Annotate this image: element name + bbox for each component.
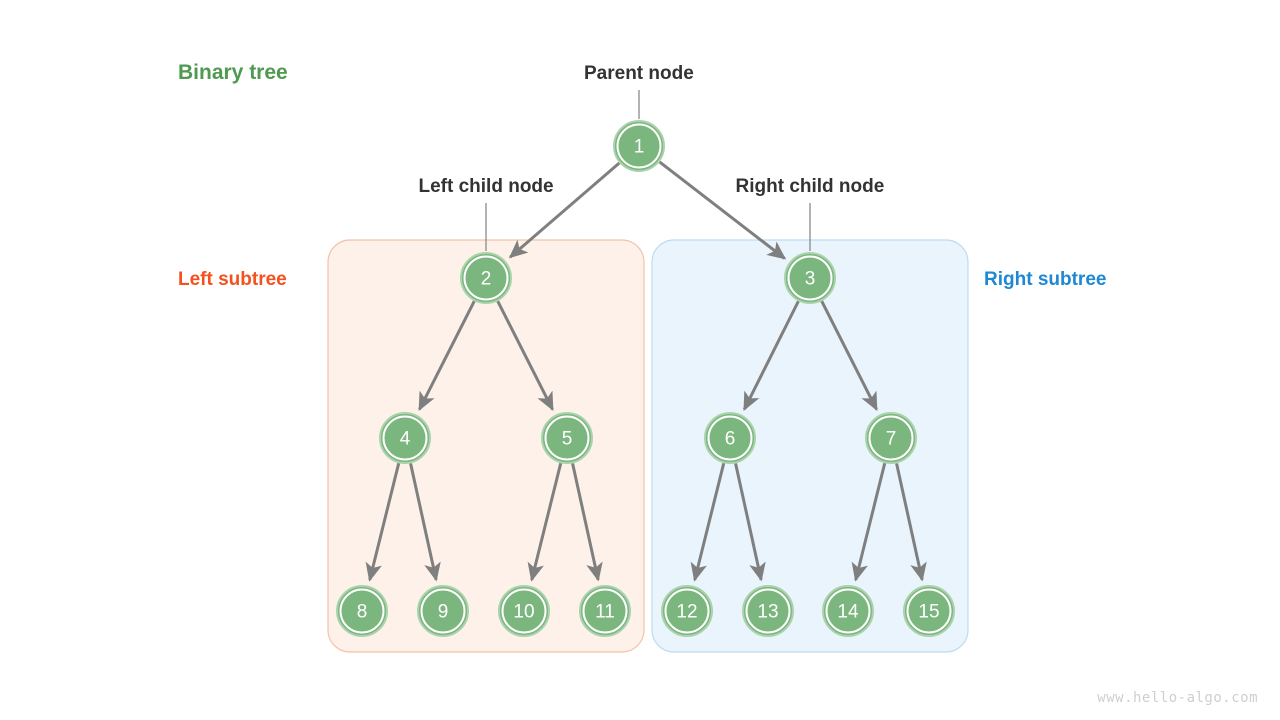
subtree-panels bbox=[327, 239, 969, 653]
tree-node-5[interactable]: 5 bbox=[541, 412, 593, 464]
tree-node-2[interactable]: 2 bbox=[460, 252, 512, 304]
tree-edge bbox=[895, 463, 927, 582]
node-inner-ring bbox=[582, 588, 628, 634]
tree-node-11[interactable]: 11 bbox=[579, 585, 631, 637]
tree-edge bbox=[734, 463, 766, 582]
watermark: www.hello-algo.com bbox=[1097, 690, 1258, 706]
node-inner-ring bbox=[868, 415, 914, 461]
node-value: 15 bbox=[918, 602, 939, 623]
node-inner-ring bbox=[745, 588, 791, 634]
parent-node-label: Parent node bbox=[584, 63, 694, 84]
node-inner-ring bbox=[906, 588, 952, 634]
node-inner-ring bbox=[787, 255, 833, 301]
tree-node-7[interactable]: 7 bbox=[865, 412, 917, 464]
node-value: 11 bbox=[595, 602, 615, 623]
tree-node-15[interactable]: 15 bbox=[903, 585, 955, 637]
node-inner-ring bbox=[463, 255, 509, 301]
tree-edge bbox=[496, 300, 554, 412]
node-value: 3 bbox=[805, 269, 816, 290]
tree-edge bbox=[742, 300, 800, 411]
tree-edge bbox=[851, 462, 887, 582]
node-value: 14 bbox=[837, 602, 859, 623]
tree-node-6[interactable]: 6 bbox=[704, 412, 756, 464]
tree-edge bbox=[690, 462, 726, 582]
node-value: 1 bbox=[634, 137, 645, 158]
node-value: 12 bbox=[676, 602, 697, 623]
node-inner-ring bbox=[664, 588, 710, 634]
node-inner-ring bbox=[339, 588, 385, 634]
node-value: 8 bbox=[357, 602, 368, 623]
tree-edge bbox=[527, 462, 563, 582]
node-inner-ring bbox=[544, 415, 590, 461]
node-value: 5 bbox=[562, 429, 573, 450]
tree-node-8[interactable]: 8 bbox=[336, 585, 388, 637]
tree-edge bbox=[365, 462, 401, 582]
tree-node-13[interactable]: 13 bbox=[742, 585, 794, 637]
tree-node-12[interactable]: 12 bbox=[661, 585, 713, 637]
tree-node-10[interactable]: 10 bbox=[498, 585, 550, 637]
node-value: 13 bbox=[757, 602, 778, 623]
tree-node-3[interactable]: 3 bbox=[784, 252, 836, 304]
node-value: 10 bbox=[513, 602, 534, 623]
tree-node-14[interactable]: 14 bbox=[822, 585, 874, 637]
node-inner-ring bbox=[420, 588, 466, 634]
left-child-node-label: Left child node bbox=[418, 176, 554, 197]
node-inner-ring bbox=[616, 123, 662, 169]
node-value: 2 bbox=[481, 269, 492, 290]
tree-edge bbox=[508, 161, 621, 259]
node-value: 7 bbox=[886, 429, 897, 450]
tree-node-4[interactable]: 4 bbox=[379, 412, 431, 464]
right-subtree-label: Right subtree bbox=[984, 269, 1107, 290]
node-inner-ring bbox=[501, 588, 547, 634]
tree-edge bbox=[820, 300, 878, 412]
left-subtree-label: Left subtree bbox=[178, 269, 287, 290]
tree-edge bbox=[658, 160, 787, 260]
node-inner-ring bbox=[707, 415, 753, 461]
tree-node-1[interactable]: 1 bbox=[613, 120, 665, 172]
node-value: 9 bbox=[438, 602, 449, 623]
tree-edge bbox=[571, 463, 603, 582]
node-value: 4 bbox=[400, 429, 411, 450]
page-title: Binary tree bbox=[178, 61, 288, 84]
tree-node-9[interactable]: 9 bbox=[417, 585, 469, 637]
node-inner-ring bbox=[382, 415, 428, 461]
node-value: 6 bbox=[725, 429, 736, 450]
annotation-connectors bbox=[485, 90, 811, 251]
tree-edge bbox=[418, 300, 476, 412]
right-child-node-label: Right child node bbox=[735, 176, 885, 197]
tree-edges bbox=[365, 160, 927, 582]
tree-edge bbox=[409, 463, 441, 582]
node-inner-ring bbox=[825, 588, 871, 634]
